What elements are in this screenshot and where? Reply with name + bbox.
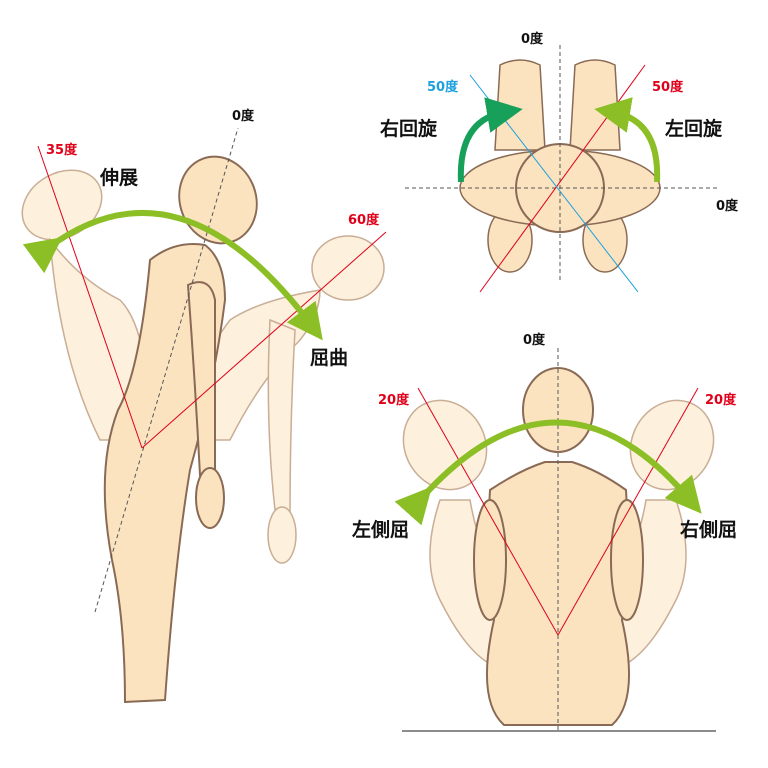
extension-angle-label: 35度 (46, 142, 78, 158)
right-rotation-label: 右回旋 (379, 117, 438, 140)
rotation-zero-right: 0度 (716, 198, 739, 214)
extension-label: 伸展 (99, 166, 138, 189)
left-rotation-angle: 50度 (652, 79, 684, 95)
right-bend-angle: 20度 (705, 392, 737, 408)
right-rotation-arrow (457, 97, 523, 183)
left-bend-label: 左側屈 (352, 518, 409, 541)
lateral-bend-arrow (394, 419, 702, 526)
upright-figure (103, 155, 258, 704)
right-bend-label: 右側屈 (679, 518, 737, 541)
lateral-zero-label: 0度 (523, 332, 546, 348)
flexion-label: 屈曲 (310, 347, 348, 369)
left-bend-angle: 20度 (378, 392, 410, 408)
rotation-zero-top: 0度 (521, 31, 544, 47)
flexion-zero-label: 0度 (232, 108, 255, 124)
left-rotation-label: 左回旋 (665, 117, 723, 140)
left-rotation-arrow (594, 97, 661, 183)
right-rotation-angle: 50度 (427, 79, 459, 95)
flexion-angle-label: 60度 (348, 212, 380, 228)
flexion-zero-line (94, 127, 239, 613)
flexion-extension-arrow (22, 209, 323, 341)
